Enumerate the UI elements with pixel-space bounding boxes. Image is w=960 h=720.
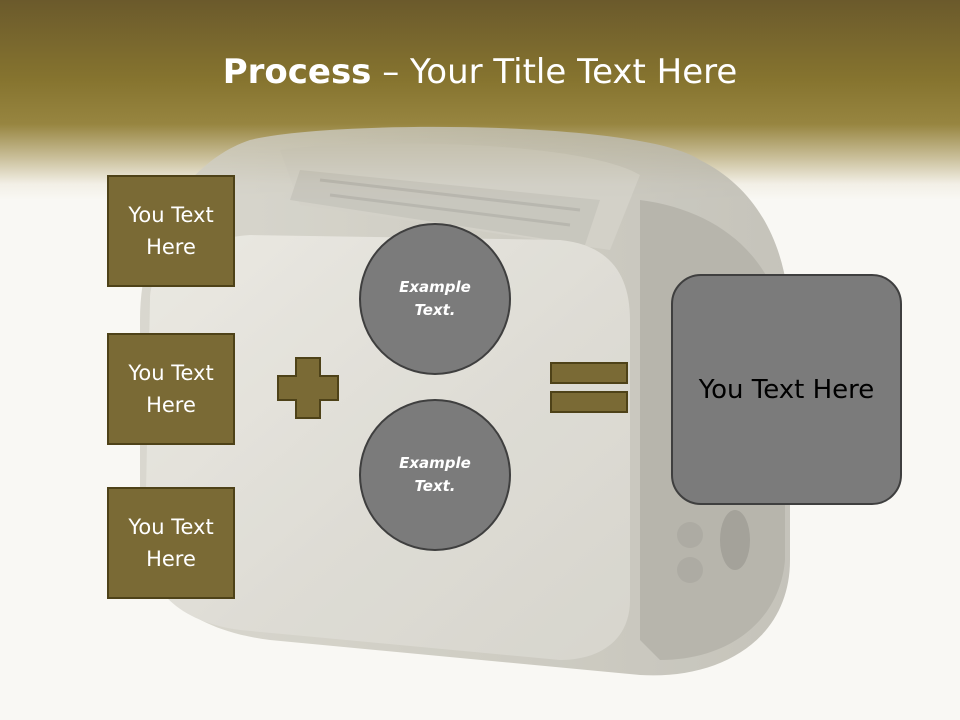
equals-icon-top: [550, 362, 628, 384]
left-box-label: You Text Here: [128, 361, 214, 417]
left-box-label: You Text Here: [128, 515, 214, 571]
circle-label: Example Text.: [399, 278, 471, 319]
title-bold: Process: [222, 52, 372, 92]
equals-icon-bottom: [550, 391, 628, 413]
slide-title: Process – Your Title Text Here: [0, 52, 960, 92]
example-circle-2: Example Text.: [359, 399, 511, 551]
result-box: You Text Here: [671, 274, 902, 505]
title-rest: – Your Title Text Here: [371, 52, 738, 92]
result-label: You Text Here: [698, 374, 875, 405]
left-box-3: You Text Here: [107, 487, 235, 599]
left-box-1: You Text Here: [107, 175, 235, 287]
left-box-label: You Text Here: [128, 203, 214, 259]
left-box-2: You Text Here: [107, 333, 235, 445]
plus-icon: [277, 357, 339, 419]
circle-label: Example Text.: [399, 454, 471, 495]
example-circle-1: Example Text.: [359, 223, 511, 375]
